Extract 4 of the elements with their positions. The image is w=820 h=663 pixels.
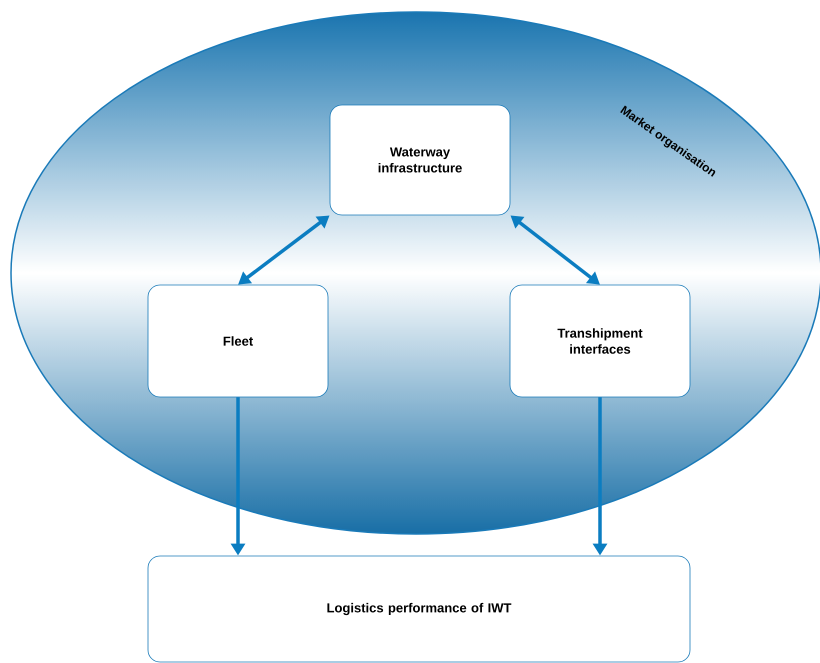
text-box: Waterway infrastructure <box>330 104 510 216</box>
text-box: Transhipment interfaces <box>510 284 690 398</box>
text-box: Fleet <box>148 284 328 398</box>
text-box: Logistics performance of IWT <box>148 556 690 662</box>
